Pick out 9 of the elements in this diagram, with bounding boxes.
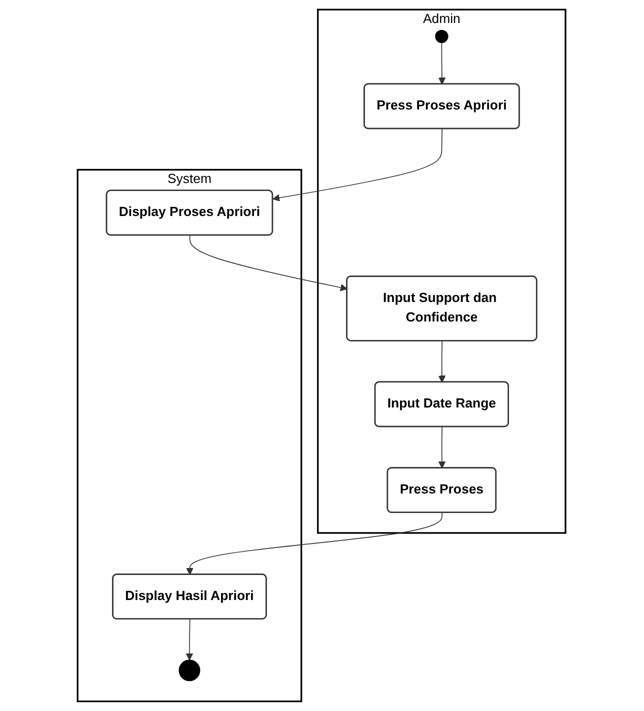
- arrow: [190, 234, 348, 292]
- node-circle: [179, 660, 201, 682]
- arrow: [438, 340, 446, 383]
- arrow: [186, 512, 443, 575]
- arrow: [186, 618, 194, 660]
- arrow: [272, 128, 443, 202]
- arrow: [438, 426, 446, 468]
- arrow: [438, 42, 446, 85]
- node-circle: [436, 30, 449, 44]
